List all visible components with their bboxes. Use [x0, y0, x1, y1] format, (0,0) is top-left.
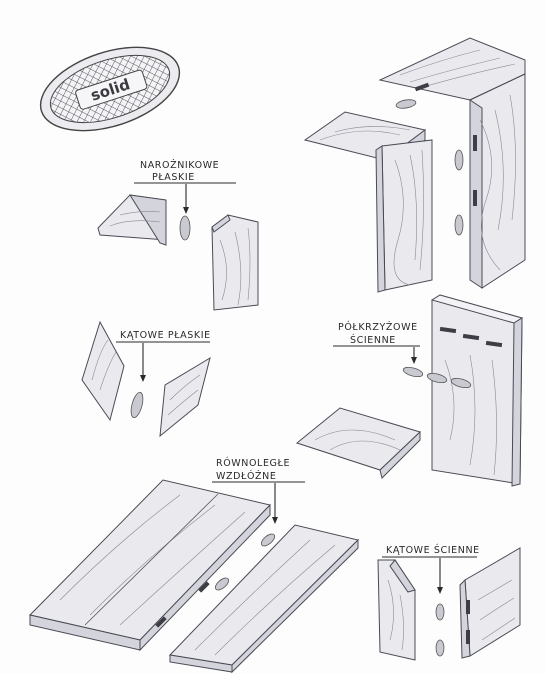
- label-corner-flat-1: NAROŻNIKOWE: [140, 160, 219, 171]
- solid-logo: solid: [39, 46, 181, 132]
- angle-wall-joint: KĄTOWE ŚCIENNE: [377, 544, 521, 661]
- label-corner-flat-2: PŁASKIE: [152, 172, 195, 183]
- label-angle-flat: KĄTOWE PŁASKIE: [120, 330, 211, 341]
- label-half-cross-1: PÓŁKRZYŻOWE: [338, 321, 418, 333]
- half-cross-wall-joint: PÓŁKRZYŻOWE ŚCIENNE: [295, 294, 524, 487]
- label-angle-wall: KĄTOWE ŚCIENNE: [386, 544, 480, 556]
- angle-flat-joint: KĄTOWE PŁASKIE: [81, 320, 211, 438]
- label-half-cross-2: ŚCIENNE: [350, 334, 396, 346]
- frame-corner-joint: [303, 37, 526, 293]
- parallel-lengthwise-joint: RÓWNOLEGŁE WZDŁÓŻNE: [29, 457, 359, 674]
- label-parallel-1: RÓWNOLEGŁE: [216, 457, 290, 469]
- label-parallel-2: WZDŁÓŻNE: [216, 470, 276, 482]
- corner-flat-joint: NAROŻNIKOWE PŁASKIE: [97, 160, 259, 311]
